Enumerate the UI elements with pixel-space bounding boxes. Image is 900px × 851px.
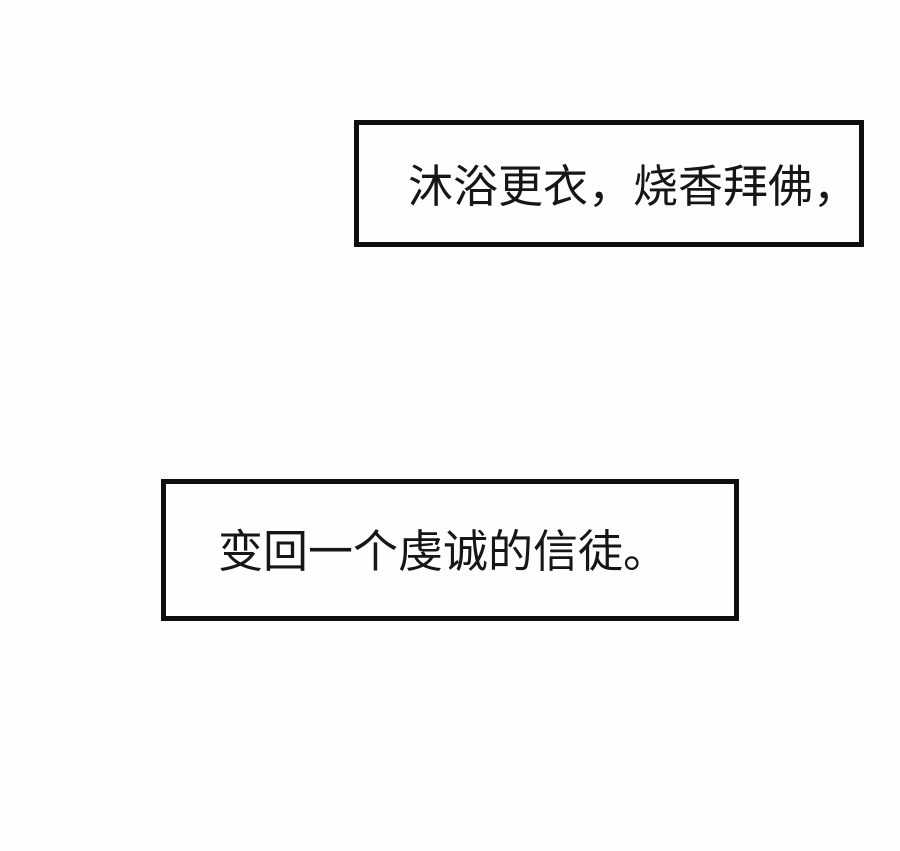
caption-text-bottom: 变回一个虔诚的信徒。 [218, 525, 669, 577]
caption-box-bottom: 变回一个虔诚的信徒。 [161, 479, 739, 621]
caption-box-top: 沐浴更衣，烧香拜佛， [354, 120, 864, 247]
caption-text-top: 沐浴更衣，烧香拜佛， [408, 161, 859, 212]
